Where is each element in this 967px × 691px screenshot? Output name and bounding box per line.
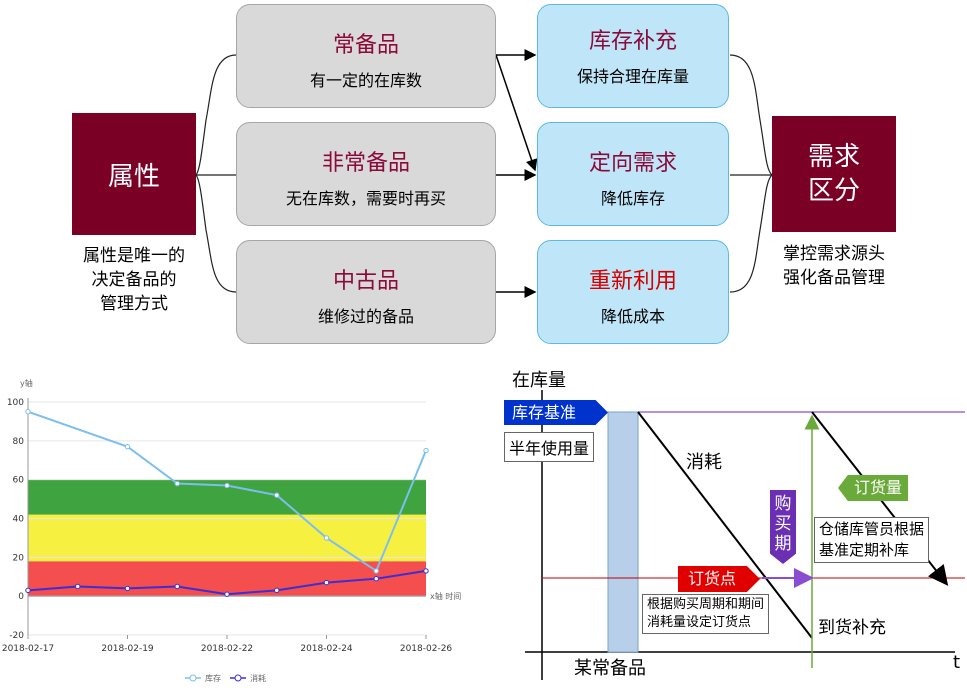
replenish-box: 库存补充 保持合理在库量: [537, 4, 729, 108]
chart-point: [124, 585, 131, 592]
chart-band-0: [28, 561, 426, 597]
baseline-tag: 库存基准: [504, 400, 608, 425]
used-item-title: 中古品: [332, 269, 399, 294]
chart-y-axis-label: y轴: [20, 378, 33, 388]
directed-demand-subtitle: 降低库存: [600, 189, 665, 208]
chart-point: [323, 535, 330, 541]
chart-legend-marker-1: [234, 674, 242, 682]
inventory-line-chart: 100 80 60 40 20 0 -20 2018-02-17 2018-02-19 2018-…: [2, 378, 461, 683]
chart-x-tick: 2018-02-26: [400, 644, 453, 654]
demand-caption: 掌控需求源头 强化备品管理: [783, 244, 885, 288]
chart-y-tick: 60: [13, 476, 25, 486]
demand-title-line1: 需求: [807, 142, 860, 172]
chart-y-tick: -20: [9, 631, 24, 641]
chart-point: [25, 409, 31, 415]
chart-y-tick: 80: [13, 437, 25, 447]
inv-x-axis-label: t: [953, 652, 961, 673]
arrival-label: 到货补充: [818, 618, 886, 638]
directed-demand-title: 定向需求: [588, 151, 677, 176]
chart-x-tick: 2018-02-22: [201, 644, 253, 654]
demand-title-line2: 区分: [807, 176, 860, 206]
half-year-usage-label: 半年使用量: [504, 432, 595, 462]
regular-stock-box: 常备品 有一定的在库数: [236, 4, 496, 108]
inv-y-axis-label: 在库量: [512, 370, 566, 391]
order-point-note: 根据购买周期和期间 消耗量设定订货点: [642, 594, 770, 634]
used-item-subtitle: 维修过的备品: [317, 307, 414, 326]
chart-point: [274, 492, 280, 498]
chart-y-tick: 0: [18, 592, 24, 602]
attribute-title: 属性: [107, 161, 160, 192]
non-regular-stock-subtitle: 无在库数，需要时再买: [285, 189, 446, 208]
chart-point: [323, 579, 330, 586]
chart-point: [124, 443, 131, 450]
chart-legend-label-0: 库存: [205, 673, 221, 683]
arrow-2: [495, 54, 538, 172]
replenish-subtitle: 保持合理在库量: [576, 67, 689, 86]
regular-stock-subtitle: 有一定的在库数: [309, 71, 422, 90]
chart-point: [423, 568, 429, 574]
chart-point: [174, 480, 180, 487]
warehouse-note: 仓储库管员根据 基准定期补库: [814, 517, 930, 563]
chart-x-axis-label: x轴 时间: [430, 591, 461, 601]
non-regular-stock-box: 非常备品 无在库数，需要时再买: [236, 122, 496, 226]
consumption-line-1: [637, 411, 813, 639]
chart-point: [224, 482, 230, 489]
chart-point: [25, 587, 31, 594]
reuse-box: 重新利用 降低成本: [537, 240, 729, 344]
chart-y-tick: 20: [13, 553, 25, 563]
chart-legend-label-1: 消耗: [250, 673, 266, 683]
chart-series-line-0: [27, 410, 427, 573]
chart-x-tick: 2018-02-17: [2, 644, 54, 654]
consumption-label: 消耗: [686, 452, 722, 473]
chart-y-tick: 100: [7, 398, 24, 408]
attribute-box: 属性: [72, 113, 196, 235]
chart-point: [423, 447, 429, 454]
chart-point: [373, 568, 379, 574]
regular-stock-title: 常备品: [332, 33, 399, 58]
order-point-tag: 订货点: [678, 566, 760, 592]
non-regular-stock-title: 非常备品: [321, 151, 410, 176]
reuse-subtitle: 降低成本: [600, 307, 665, 326]
replenish-title: 库存补充: [588, 29, 677, 54]
chart-legend-marker-0: [189, 674, 197, 682]
item-label: 某常备品: [574, 658, 646, 679]
chart-x-tick: 2018-02-24: [300, 644, 353, 654]
demand-box: 需求 区分: [772, 116, 896, 232]
chart-y-tick: 40: [13, 515, 25, 525]
attribute-caption: 属性是唯一的 决定备品的 管理方式: [83, 246, 185, 314]
purchase-period-tag: 购 买 期: [770, 490, 796, 564]
used-item-box: 中古品 维修过的备品: [236, 240, 496, 344]
directed-demand-box: 定向需求 降低库存: [537, 122, 729, 226]
inventory-model-diagram: [525, 390, 965, 680]
chart-point: [75, 583, 81, 590]
chart-point: [373, 575, 379, 582]
chart-point: [224, 591, 230, 597]
chart-band-1: [28, 514, 426, 562]
reuse-title: 重新利用: [588, 269, 677, 294]
chart-x-tick: 2018-02-19: [101, 644, 154, 654]
chart-point: [274, 587, 280, 594]
half-year-band: [607, 411, 639, 653]
order-qty-tag: 订货量: [838, 475, 908, 501]
chart-point: [174, 583, 180, 590]
